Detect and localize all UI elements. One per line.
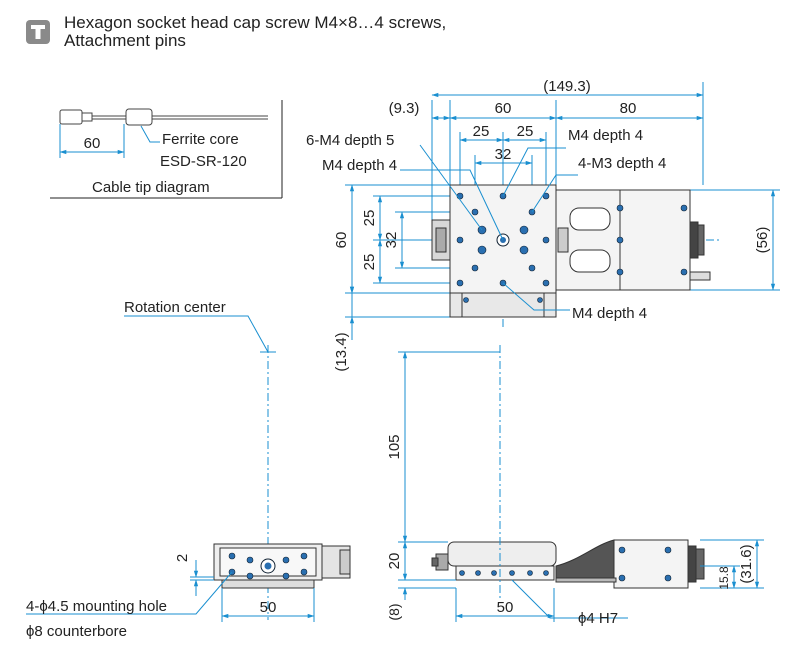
- header: Hexagon socket head cap screw M4×8…4 scr…: [26, 14, 726, 58]
- label-pin: ϕ4 H7: [578, 610, 618, 627]
- front-view: 2 50 4-ϕ4.5 mounting hole ϕ8 counterbore: [26, 543, 351, 640]
- label-6-m4-depth-5: 6-M4 depth 5: [306, 132, 394, 149]
- label-m4-depth-4-bottom: M4 depth 4: [572, 305, 647, 322]
- dim-vertical-25-top: 25: [361, 210, 378, 227]
- cable-drawing: [59, 108, 268, 126]
- dim-vertical-32: 32: [383, 232, 400, 249]
- dim-depth-8: (8): [386, 603, 402, 620]
- top-view: (149.3) (9.3) 60 80 25 25 32 M4 depth 4 …: [306, 78, 780, 372]
- dim-overall-width: (149.3): [543, 78, 591, 95]
- cable-dimension-60: 60: [84, 135, 101, 152]
- header-line-2: Attachment pins: [64, 31, 186, 50]
- rotation-center-label: Rotation center: [124, 299, 226, 316]
- dim-height-2: 2: [174, 554, 191, 562]
- dim-hole-pitch-right: 25: [517, 123, 534, 140]
- label-m4-depth-4-left: M4 depth 4: [322, 157, 397, 174]
- label-4-m3-depth-4: 4-M3 depth 4: [578, 155, 666, 172]
- dim-offset-bottom: (13.4): [333, 332, 350, 371]
- side-view: 105 20 (8) 50 ϕ4 H7 15.8 (31.6): [386, 345, 764, 627]
- dim-motor-height: (56): [754, 227, 771, 254]
- ferrite-part-number: ESD-SR-120: [160, 153, 247, 170]
- dim-vertical-25-bottom: 25: [361, 254, 378, 271]
- dim-width-50-side: 50: [497, 599, 514, 616]
- dim-hole-pitch-left: 25: [473, 123, 490, 140]
- label-mounting-hole: 4-ϕ4.5 mounting hole: [26, 598, 167, 615]
- dim-body-width: 60: [495, 100, 512, 117]
- label-m4-depth-4-top: M4 depth 4: [568, 127, 643, 144]
- header-line-1: Hexagon socket head cap screw M4×8…4 scr…: [64, 13, 447, 32]
- dim-vertical-60: 60: [333, 232, 350, 249]
- dim-motor-length: 80: [620, 100, 637, 117]
- dim-height-15-8: 15.8: [717, 566, 731, 590]
- dim-distance-105: 105: [386, 434, 403, 459]
- dim-total-height: (31.6): [738, 544, 755, 583]
- dim-width-50-front: 50: [260, 599, 277, 616]
- cable-tip-caption: Cable tip diagram: [92, 179, 210, 196]
- header-text: Hexagon socket head cap screw M4×8…4 scr…: [64, 14, 446, 50]
- cable-tip-diagram: 60 Ferrite core ESD-SR-120 Cable tip dia…: [50, 100, 283, 199]
- dim-height-20: 20: [386, 553, 403, 570]
- dim-left-offset: (9.3): [389, 100, 420, 117]
- stage-body: [431, 184, 711, 318]
- dim-inner-pitch: 32: [495, 146, 512, 163]
- ferrite-core-label: Ferrite core: [162, 131, 239, 148]
- screw-icon: [26, 20, 50, 44]
- label-counterbore: ϕ8 counterbore: [26, 623, 127, 640]
